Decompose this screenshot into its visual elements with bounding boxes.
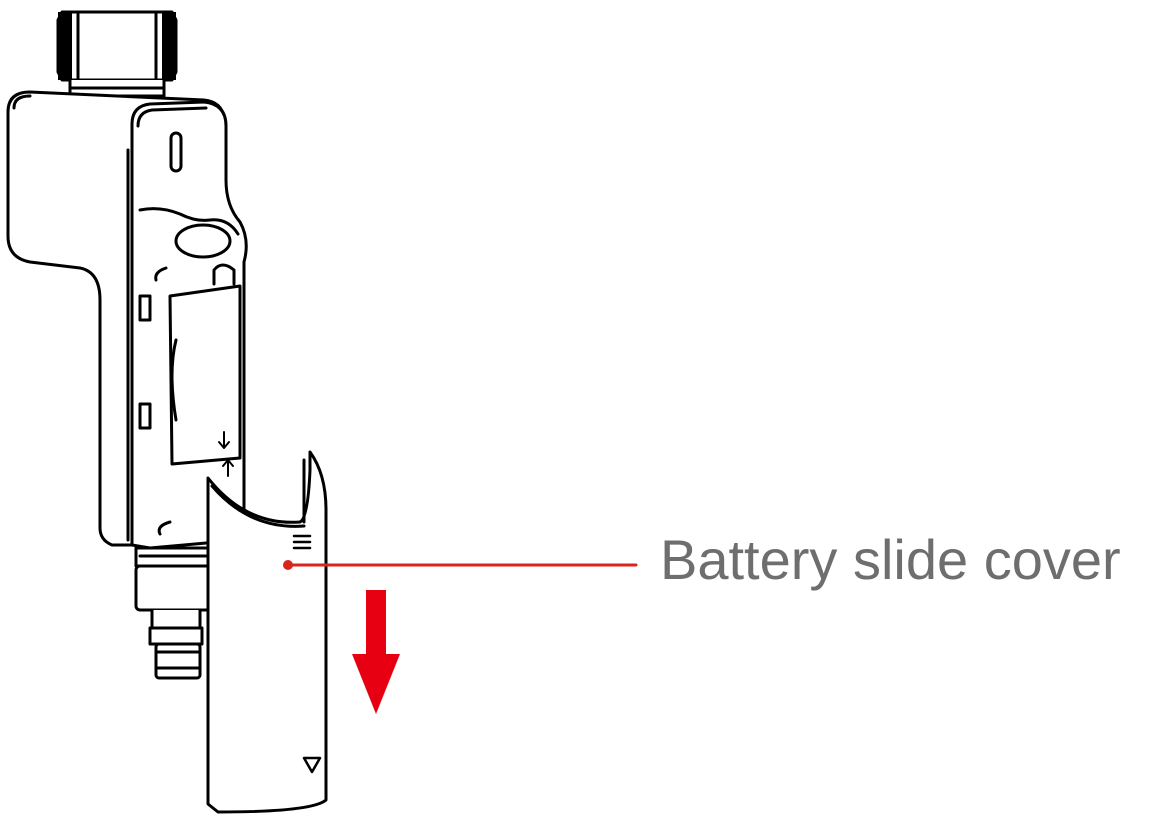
small-arrow-down-icon [218,431,230,449]
grip-lines-icon [292,534,312,550]
triangle-down-icon [302,756,322,774]
bottom-outlet [134,546,212,680]
battery-slide-cover [206,450,328,814]
top-inlet-nut [56,10,178,98]
small-arrow-up-icon [222,459,234,477]
arrow-down-icon [352,590,400,714]
callout-label: Battery slide cover [660,528,1121,591]
callout-leader [283,560,638,570]
battery-compartment [168,284,242,477]
